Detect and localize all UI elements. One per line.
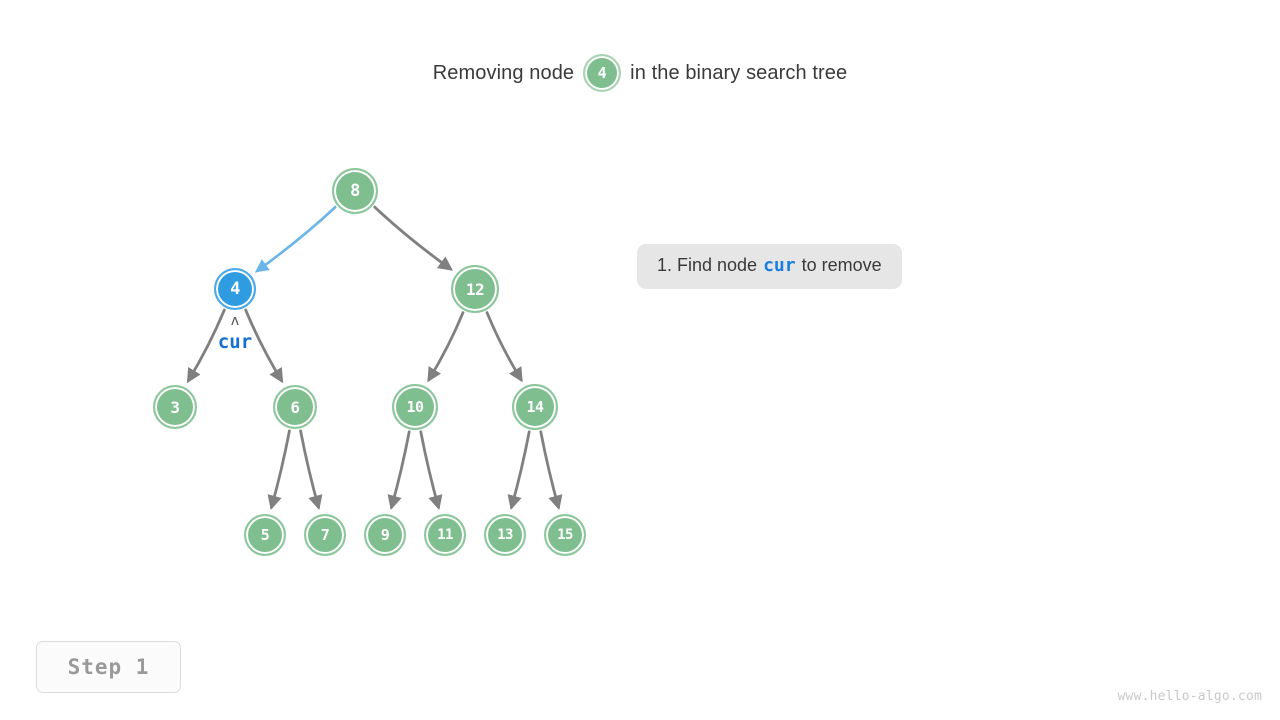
tree-node-15[interactable]: 15 [544, 514, 586, 556]
tree-node-label: 8 [350, 181, 360, 201]
title-prefix: Removing node [432, 61, 575, 84]
tree-node-label: 13 [497, 527, 513, 543]
tree-node-label: 5 [260, 526, 270, 544]
watermark: www.hello-algo.com [1117, 689, 1262, 704]
tree-node-12[interactable]: 12 [451, 265, 499, 313]
tree-node-label: 14 [526, 398, 544, 416]
cur-pointer: ʌ cur [204, 313, 266, 353]
info-suffix: to remove [796, 255, 882, 275]
tree-edge-14-13 [507, 430, 531, 511]
tree-node-label: 12 [465, 279, 485, 299]
tree-node-label: 6 [290, 397, 300, 417]
tree-node-14[interactable]: 14 [512, 384, 558, 430]
tree-edge-4-6 [244, 308, 284, 384]
tree-edge-14-15 [539, 430, 563, 511]
tree-node-label: 7 [320, 526, 330, 544]
cur-pointer-label: cur [217, 331, 253, 353]
cur-caret-icon: ʌ [230, 313, 240, 329]
tree-node-label: 11 [437, 527, 453, 543]
tree-node-label: 10 [406, 398, 424, 416]
tree-node-7[interactable]: 7 [304, 514, 346, 556]
step-description-box: 1. Find node cur to remove [637, 244, 902, 289]
tree-edge-12-14 [485, 311, 523, 383]
tree-edge-6-7 [299, 429, 323, 511]
tree-node-10[interactable]: 10 [392, 384, 438, 430]
tree-node-9[interactable]: 9 [364, 514, 406, 556]
tree-edge-6-5 [267, 429, 291, 511]
title-node-badge: 4 [583, 54, 622, 92]
tree-edge-10-11 [419, 430, 443, 511]
tree-node-3[interactable]: 3 [153, 385, 197, 429]
page-title: Removing node 4 in the binary search tre… [0, 54, 1280, 92]
tree-node-4[interactable]: 4 [214, 268, 256, 310]
tree-node-label: 9 [380, 526, 390, 544]
info-accent-cur: cur [763, 255, 796, 276]
tree-edge-8-4 [254, 205, 337, 273]
tree-edge-12-10 [427, 311, 465, 383]
edge-group [186, 205, 563, 511]
tree-node-label: 3 [170, 397, 180, 417]
info-prefix: 1. Find node [657, 255, 763, 275]
tree-node-label: 4 [230, 279, 240, 299]
tree-node-5[interactable]: 5 [244, 514, 286, 556]
step-badge: Step 1 [36, 641, 181, 693]
step-badge-label: Step 1 [67, 655, 150, 679]
tree-node-8[interactable]: 8 [332, 168, 378, 214]
tree-node-11[interactable]: 11 [424, 514, 466, 556]
tree-node-13[interactable]: 13 [484, 514, 526, 556]
tree-edge-10-9 [387, 430, 411, 511]
tree-edge-8-12 [373, 205, 453, 271]
tree-node-6[interactable]: 6 [273, 385, 317, 429]
tree-node-label: 15 [557, 527, 573, 543]
tree-edge-4-3 [186, 308, 226, 384]
title-suffix: in the binary search tree [630, 61, 848, 84]
